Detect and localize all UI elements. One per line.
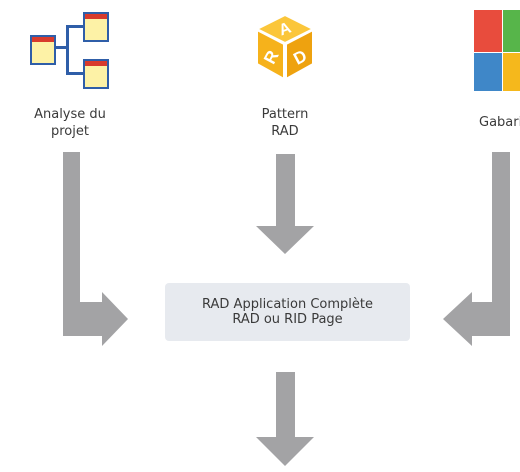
down-arrow-middle [256, 154, 314, 254]
pattern-label: Pattern RAD [230, 106, 340, 140]
template-tiles-icon [474, 10, 520, 91]
analyse-label-line1: Analyse du [34, 107, 106, 122]
rad-pattern-cube-icon: A R D [256, 14, 314, 80]
elbow-arrow-left [63, 152, 128, 346]
pattern-label-line2: RAD [271, 124, 299, 139]
gabarit-label-line1: Gabarit [479, 115, 520, 130]
down-arrow-bottom [256, 372, 314, 466]
elbow-arrow-right [443, 152, 510, 346]
analyse-label-line2: projet [51, 124, 89, 139]
gabarit-label: Gabarit [479, 114, 520, 131]
result-box: RAD Application Complète RAD ou RID Page [165, 283, 410, 341]
result-line2: RAD ou RID Page [232, 312, 343, 327]
result-line1: RAD Application Complète [202, 297, 373, 312]
pattern-label-line1: Pattern [261, 107, 309, 122]
analyse-label: Analyse du projet [15, 106, 125, 140]
project-analysis-icon [30, 12, 109, 89]
